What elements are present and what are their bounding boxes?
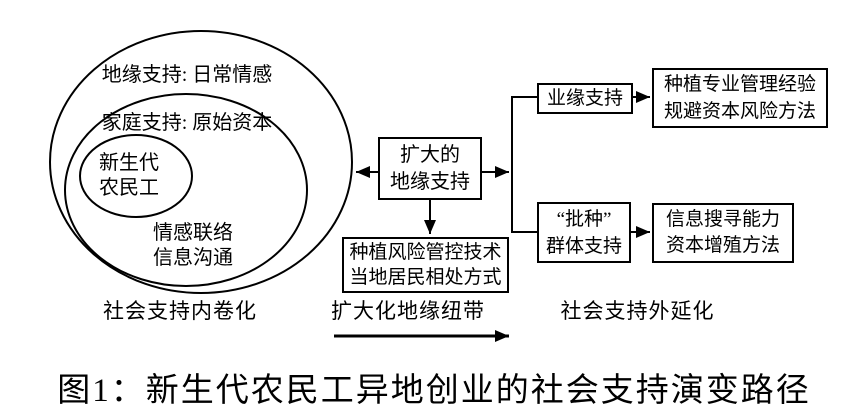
group-support-line2: 群体支持	[545, 235, 622, 257]
risk-control-line1: 种植风险管控技术	[349, 242, 502, 263]
venn-note-line1: 情感联络	[153, 222, 233, 244]
group-support-line1: “批种”	[556, 208, 612, 230]
occupational-support-box: 业缘支持	[537, 83, 633, 114]
occupational-outcome-line2: 规避资本风险方法	[663, 101, 816, 122]
stage-label-extension: 社会支持外延化	[560, 299, 715, 323]
middle-ellipse-label: 家庭支持: 原始资本	[101, 112, 273, 134]
branch-connector	[511, 96, 537, 233]
middle-ellipse	[64, 93, 308, 287]
stage-label-involution: 社会支持内卷化	[103, 299, 257, 323]
risk-control-box: 种植风险管控技术 当地居民相处方式	[342, 237, 509, 293]
occupational-outcome-line1: 种植专业管理经验	[663, 74, 816, 95]
occupational-outcome-box: 种植专业管理经验 规避资本风险方法	[652, 68, 828, 128]
core-label-line2: 农民工	[99, 177, 159, 199]
expanded-support-box: 扩大的 地缘支持	[378, 137, 482, 200]
group-outcome-line1: 信息搜寻能力	[665, 209, 780, 230]
outer-ellipse-label: 地缘支持: 日常情感	[101, 64, 273, 86]
venn-note-line2: 信息沟通	[153, 247, 233, 269]
core-label: 新生代 农民工	[99, 151, 159, 201]
group-outcome-line2: 资本增殖方法	[665, 235, 780, 256]
group-outcome-box: 信息搜寻能力 资本增殖方法	[652, 203, 794, 263]
stage-label-expanded-ties: 扩大化地缘纽带	[331, 299, 485, 323]
core-label-line1: 新生代	[99, 152, 159, 174]
group-support-box: “批种” 群体支持	[537, 202, 631, 263]
risk-control-line2: 当地居民相处方式	[349, 267, 502, 288]
venn-note: 情感联络 信息沟通	[118, 221, 268, 271]
expanded-support-line1: 扩大的	[400, 143, 460, 166]
expanded-support-line2: 地缘支持	[390, 170, 470, 193]
occupational-support-label: 业缘支持	[546, 87, 623, 109]
inner-ellipse	[79, 134, 193, 218]
figure-caption: 图1：新生代农民工异地创业的社会支持演变路径	[57, 373, 811, 409]
outer-ellipse	[49, 30, 353, 294]
